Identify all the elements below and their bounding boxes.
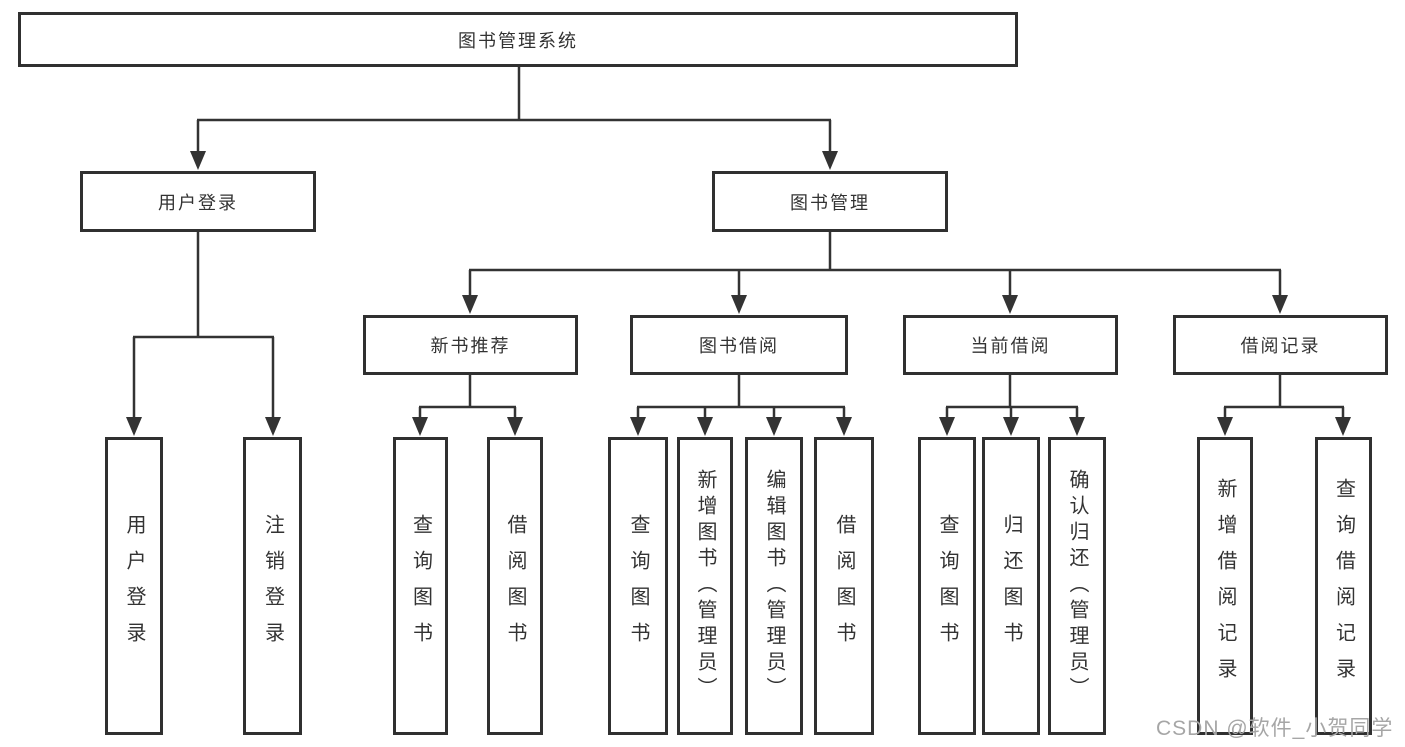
node-label: 借阅图书 [833, 514, 855, 658]
node-label: 归还图书 [1000, 514, 1022, 658]
node-label: 用户登录 [123, 514, 145, 658]
node-leaf-query-books-2: 查询图书 [608, 437, 668, 735]
connector-book-mgmt-to-level3 [468, 231, 1282, 297]
node-label: 查询图书 [936, 514, 958, 658]
node-label: 图书借阅 [699, 336, 779, 356]
node-label: 新增图书（管理员） [694, 469, 716, 703]
arrowheads-level3 [462, 295, 1288, 314]
node-book-borrowing: 图书借阅 [630, 315, 848, 375]
node-user-login: 用户登录 [80, 171, 316, 232]
connector-root-to-level2 [196, 66, 832, 153]
node-leaf-edit-books-admin: 编辑图书（管理员） [745, 437, 803, 735]
node-label: 注销登录 [261, 514, 284, 658]
node-current-borrowing: 当前借阅 [903, 315, 1118, 375]
node-label: 借阅记录 [1240, 336, 1321, 356]
connector-level3-to-leaves [418, 374, 1345, 419]
node-new-book-recommendation: 新书推荐 [363, 315, 578, 375]
csdn-watermark: CSDN @软件_小贺同学 [1156, 717, 1394, 740]
node-leaf-confirm-return-admin: 确认归还（管理员） [1048, 437, 1106, 735]
node-label: 新增借阅记录 [1214, 478, 1236, 694]
node-label: 图书管理 [790, 192, 870, 213]
node-leaf-query-books-3: 查询图书 [918, 437, 976, 735]
node-label: 当前借阅 [970, 336, 1051, 356]
node-leaf-add-borrow-record: 新增借阅记录 [1197, 437, 1253, 735]
node-borrowing-records: 借阅记录 [1173, 315, 1388, 375]
node-leaf-borrow-books-2: 借阅图书 [814, 437, 874, 735]
node-leaf-query-borrow-record: 查询借阅记录 [1315, 437, 1372, 735]
node-leaf-return-books: 归还图书 [982, 437, 1040, 735]
node-leaf-query-books-1: 查询图书 [393, 437, 448, 735]
arrowheads-leaves [412, 417, 1351, 436]
node-label: 新书推荐 [430, 336, 511, 356]
node-book-management: 图书管理 [712, 171, 948, 232]
node-label: 用户登录 [158, 192, 238, 213]
node-label: 图书管理系统 [458, 30, 578, 51]
node-label: 编辑图书（管理员） [763, 469, 785, 703]
node-label: 确认归还（管理员） [1066, 469, 1088, 703]
connector-user-login-children [132, 231, 275, 419]
node-label: 查询图书 [627, 514, 649, 658]
node-leaf-borrow-books-1: 借阅图书 [487, 437, 543, 735]
node-label: 查询图书 [409, 514, 432, 658]
node-leaf-logout: 注销登录 [243, 437, 302, 735]
arrowheads-level2 [190, 151, 838, 170]
node-book-management-system: 图书管理系统 [18, 12, 1018, 67]
node-label: 查询借阅记录 [1332, 478, 1355, 694]
node-leaf-add-books-admin: 新增图书（管理员） [677, 437, 733, 735]
arrowheads-user-login-children [126, 417, 281, 436]
node-label: 借阅图书 [504, 514, 526, 658]
node-leaf-user-login: 用户登录 [105, 437, 163, 735]
